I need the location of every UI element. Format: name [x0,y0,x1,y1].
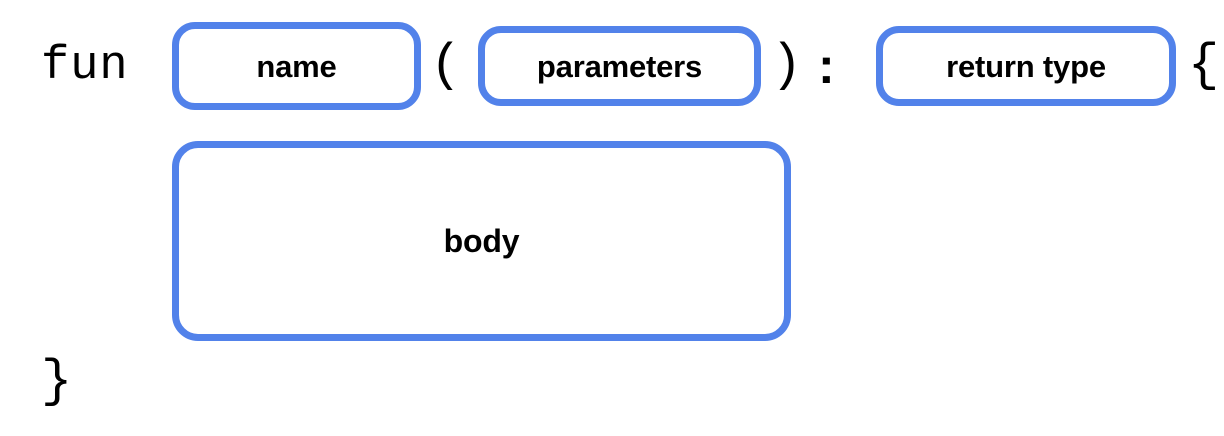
slot-return-type[interactable]: return type [876,26,1176,106]
brace-close-token: } [41,352,73,411]
paren-open-token: ( [430,36,462,95]
brace-open-token: { [1188,36,1220,95]
colon-token: : [818,38,835,94]
slot-name[interactable]: name [172,22,421,110]
slot-body[interactable]: body [172,141,791,341]
slot-parameters-label: parameters [536,48,703,84]
slot-name-label: name [256,48,337,84]
slot-parameters[interactable]: parameters [478,26,761,106]
paren-close-token: ) [771,36,803,95]
keyword-fun: fun [41,40,129,93]
slot-body-label: body [443,223,520,259]
slot-return-type-label: return type [946,48,1106,84]
